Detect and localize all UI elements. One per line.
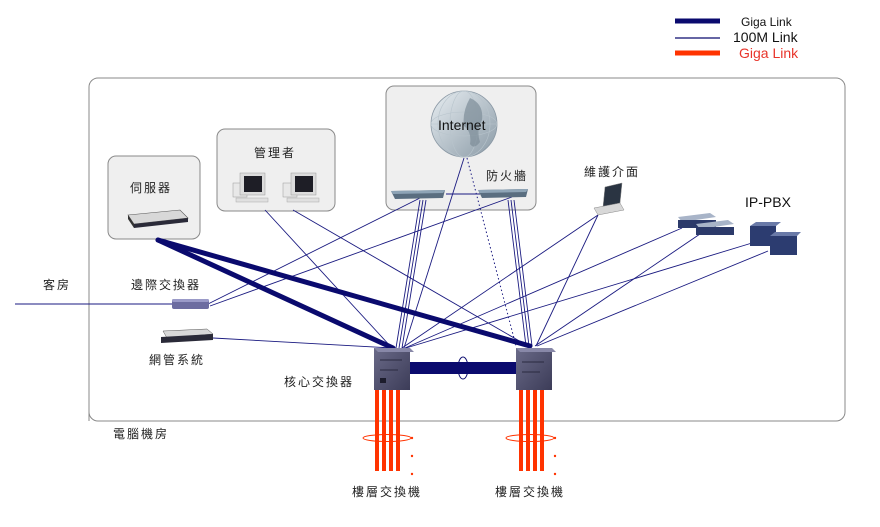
fiber-left-2 bbox=[382, 389, 386, 471]
fiber-bundle-marker-left bbox=[362, 434, 412, 442]
admin-label: 管理者 bbox=[254, 145, 296, 160]
ippbx-cabinet-icon-2 bbox=[770, 232, 801, 255]
link-fw1-core1-b bbox=[398, 199, 424, 349]
fiber-right-4 bbox=[540, 389, 544, 471]
link-fw2-core2-c bbox=[513, 199, 533, 347]
firewall-label: 防火牆 bbox=[486, 168, 528, 183]
fiber-continuation-dots-left bbox=[410, 436, 414, 476]
internet-label: Internet bbox=[438, 117, 486, 133]
nms-label: 網管系統 bbox=[149, 352, 205, 367]
link-core1-core2 bbox=[410, 362, 518, 374]
trunk-bundle-marker bbox=[457, 356, 469, 380]
ippbx-unit-icon-2 bbox=[696, 220, 734, 235]
maintenance-label: 維護介面 bbox=[584, 164, 640, 179]
server-icon bbox=[127, 209, 189, 228]
link-nms-core1 bbox=[212, 337, 393, 349]
admin-pc-icon-1 bbox=[232, 172, 269, 203]
link-fw1-core1-c bbox=[401, 199, 427, 349]
core-switch-icon-1 bbox=[374, 348, 414, 390]
floor-switch-label-2: 樓層交換機 bbox=[495, 484, 565, 499]
link-fw1-core1-a bbox=[395, 199, 421, 349]
legend-100m-label: 100M Link bbox=[733, 29, 799, 45]
fiber-right-2 bbox=[526, 389, 530, 471]
guest-room-label: 客房 bbox=[43, 277, 71, 292]
ippbx-cabinet-icon-1 bbox=[750, 222, 781, 246]
fiber-right-3 bbox=[533, 389, 537, 471]
ippbx-label: IP-PBX bbox=[745, 194, 792, 210]
fast-links bbox=[15, 157, 769, 349]
fiber-left-4 bbox=[396, 389, 400, 471]
fiber-continuation-dots-right bbox=[553, 436, 557, 476]
fiber-left-3 bbox=[389, 389, 393, 471]
edge-switch-label: 邊際交換器 bbox=[131, 277, 201, 292]
link-laptop-core2 bbox=[535, 214, 599, 347]
link-pbx3-core1 bbox=[405, 242, 753, 349]
link-server-core1 bbox=[155, 237, 396, 351]
fiber-links-right bbox=[519, 389, 544, 471]
floor-switch-label-1: 樓層交換機 bbox=[352, 484, 422, 499]
fiber-left-1 bbox=[375, 389, 379, 471]
firewall-icon-1 bbox=[391, 190, 445, 199]
firewall-icon-2 bbox=[478, 189, 528, 198]
computer-room-label: 電腦機房 bbox=[113, 426, 169, 441]
maintenance-laptop-icon bbox=[593, 182, 625, 216]
server-label: 伺服器 bbox=[130, 181, 172, 195]
link-pbx4-core2 bbox=[536, 250, 769, 347]
link-fw2-core2-b bbox=[510, 199, 530, 347]
admin-pc-icon-2 bbox=[282, 172, 320, 203]
link-laptop-core1 bbox=[401, 214, 599, 349]
nms-server-icon bbox=[161, 328, 214, 343]
core-switch-label: 核心交換器 bbox=[284, 374, 354, 389]
link-edge-fw1 bbox=[207, 197, 421, 305]
legend-fiber-label: Giga Link bbox=[739, 45, 799, 61]
internet-globe-icon bbox=[430, 90, 498, 158]
fiber-links-left bbox=[375, 389, 400, 471]
core-switch-icon-2 bbox=[516, 348, 556, 390]
legend: Giga Link 100M Link Giga Link bbox=[675, 15, 799, 61]
link-pbx2-core2 bbox=[534, 233, 701, 347]
legend-giga-label: Giga Link bbox=[741, 15, 793, 29]
link-internet-core2-dotted bbox=[466, 157, 517, 347]
server-panel bbox=[107, 155, 201, 240]
link-admin1-core1 bbox=[264, 209, 393, 349]
giga-links bbox=[155, 237, 533, 351]
link-pbx1-core1 bbox=[404, 227, 683, 349]
link-fw2-core2-a bbox=[507, 199, 527, 347]
fiber-right-1 bbox=[519, 389, 523, 471]
link-server-core2 bbox=[155, 237, 533, 349]
link-internet-core1 bbox=[403, 157, 465, 349]
edge-switch-icon bbox=[172, 299, 209, 309]
